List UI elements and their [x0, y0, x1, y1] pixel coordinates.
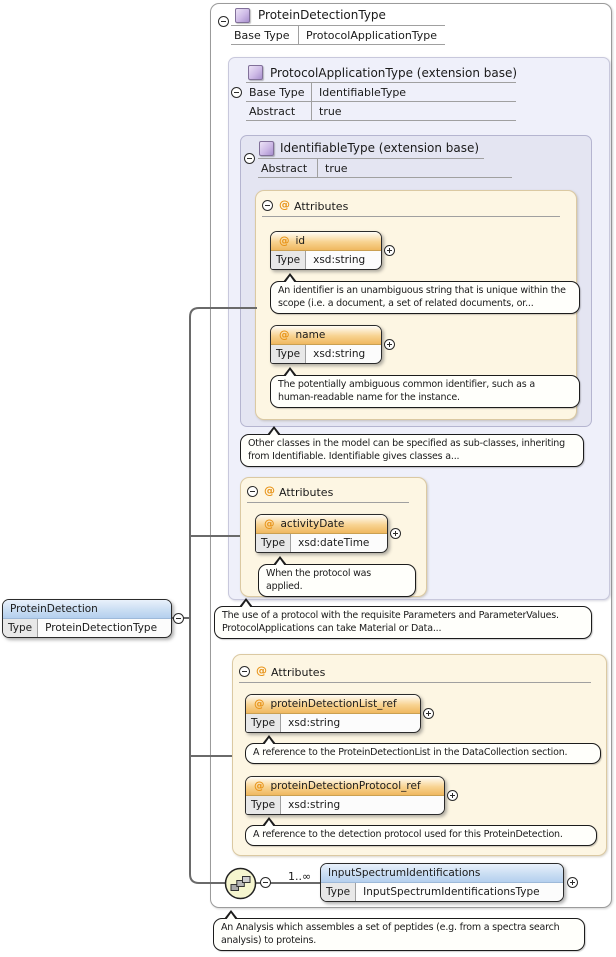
divider — [231, 44, 445, 45]
collapse-identifiable-icon[interactable] — [244, 153, 255, 164]
abstract-value: true — [311, 102, 516, 120]
attributes-header: Attributes — [294, 199, 349, 213]
divider — [247, 502, 409, 503]
type-label: Type — [321, 883, 357, 901]
attribute-name: name — [295, 329, 326, 341]
complex-type-icon — [235, 8, 250, 23]
attribute-at-icon: @ — [264, 484, 275, 497]
type-label: Type — [246, 796, 282, 814]
abstract-key: Abstract — [249, 104, 296, 118]
collapse-attributes-icon[interactable] — [239, 666, 250, 677]
proteindetection-annotation: An Analysis which assembles a set of pep… — [213, 909, 585, 952]
at-icon: @ — [254, 698, 265, 710]
ident-abstract-row: Abstract true — [258, 159, 512, 177]
attribute-name: proteinDetectionProtocol_ref — [270, 780, 421, 792]
attribute-at-icon: @ — [279, 198, 290, 211]
expand-id-icon[interactable] — [384, 245, 395, 256]
divider — [231, 25, 445, 26]
at-icon: @ — [279, 329, 290, 341]
base-type-key: Base Type — [234, 28, 290, 42]
type-value: InputSpectrumIdentificationsType — [356, 886, 563, 898]
abstract-key: Abstract — [261, 161, 308, 175]
divider — [262, 216, 560, 217]
collapse-protocol-application-icon[interactable] — [231, 87, 242, 98]
type-label: Type — [256, 534, 292, 552]
name-annotation: The potentially ambiguous common identif… — [270, 366, 580, 409]
expand-activitydate-icon[interactable] — [390, 528, 401, 539]
type-label: Type — [271, 251, 307, 269]
type-label: Type — [246, 714, 282, 732]
expand-name-icon[interactable] — [384, 339, 395, 350]
base-type-key: Base Type — [249, 85, 305, 99]
at-icon: @ — [264, 518, 275, 530]
root-type-title: ProteinDetectionType — [258, 8, 386, 22]
collapse-proteindetection-icon[interactable] — [173, 613, 184, 624]
complex-type-icon — [259, 141, 274, 156]
element-name: InputSpectrumIdentifications — [328, 867, 481, 879]
expand-proteindetectionprotocol-ref-icon[interactable] — [447, 790, 458, 801]
type-value: xsd:string — [306, 348, 381, 360]
attributes-header: Attributes — [279, 485, 334, 499]
divider — [246, 101, 516, 102]
occurrence-label: 1..∞ — [288, 870, 312, 883]
root-base-type-row: Base Type ProtocolApplicationType — [231, 26, 445, 44]
divider — [239, 682, 591, 683]
divider — [246, 82, 516, 83]
activitydate-annotation: When the protocol was applied. — [258, 555, 416, 598]
collapse-sequence-icon[interactable] — [260, 877, 271, 888]
attribute-name: proteinDetectionList_ref — [270, 698, 397, 710]
type-label: Type — [3, 619, 39, 637]
base-type-value: ProtocolApplicationType — [298, 26, 445, 44]
attribute-name: activityDate — [280, 518, 345, 530]
protocol-application-title: ProtocolApplicationType (extension base) — [270, 66, 518, 80]
attribute-at-icon: @ — [256, 664, 267, 677]
divider — [246, 120, 516, 121]
expand-proteindetectionlist-ref-icon[interactable] — [423, 708, 434, 719]
at-icon: @ — [279, 235, 290, 247]
attribute-name: id — [295, 235, 306, 247]
collapse-root-icon[interactable] — [218, 16, 229, 27]
attributes-header: Attributes — [271, 665, 326, 679]
protocol-application-annotation: The use of a protocol with the requisite… — [214, 597, 592, 640]
abstract-value: true — [317, 159, 512, 177]
element-name: ProteinDetection — [10, 603, 98, 615]
proteindetectionlist-ref-annotation: A reference to the ProteinDetectionList … — [245, 735, 601, 764]
pa-base-type-row: Base Type IdentifiableType — [246, 83, 516, 101]
id-annotation: An identifier is an unambiguous string t… — [270, 272, 580, 315]
base-type-value: IdentifiableType — [311, 83, 516, 101]
divider — [258, 177, 512, 178]
type-value: xsd:string — [281, 717, 420, 729]
type-value: xsd:string — [306, 254, 381, 266]
type-label: Type — [271, 345, 307, 363]
divider — [258, 158, 484, 159]
sequence-icon[interactable] — [224, 867, 257, 900]
pa-abstract-row: Abstract true — [246, 102, 516, 120]
type-value: xsd:dateTime — [291, 537, 387, 549]
collapse-attributes-icon[interactable] — [247, 486, 258, 497]
expand-inputspectrumidentifications-icon[interactable] — [567, 877, 578, 888]
proteindetectionprotocol-ref-annotation: A reference to the detection protocol us… — [245, 817, 597, 846]
complex-type-icon — [248, 65, 263, 80]
at-icon: @ — [254, 780, 265, 792]
identifiable-usage-annotation: Other classes in the model can be specif… — [240, 425, 584, 468]
type-value: ProteinDetectionType — [38, 622, 171, 634]
collapse-attributes-icon[interactable] — [262, 200, 273, 211]
identifiable-title: IdentifiableType (extension base) — [280, 141, 480, 155]
type-value: xsd:string — [281, 799, 444, 811]
